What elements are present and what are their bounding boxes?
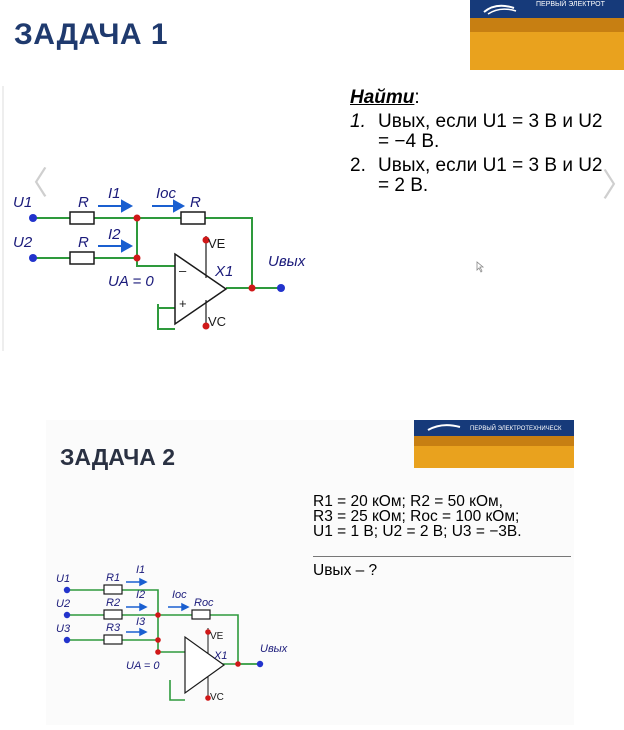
slide2-title: ЗАДАЧА 2 bbox=[60, 444, 176, 470]
param-line-3: U1 = 1 В; U2 = 2 В; U3 = −3В. bbox=[313, 523, 522, 540]
prev-slide-icon[interactable]: 〈 bbox=[16, 164, 49, 202]
resistor-r-bottom bbox=[69, 251, 95, 265]
label-vc: VC bbox=[208, 314, 226, 329]
slide2-logo: ПЕРВЫЙ ЭЛЕКТРОТЕХНИЧЕСК bbox=[414, 420, 574, 468]
label-plus: + bbox=[179, 296, 187, 311]
label2-ve: VE bbox=[210, 631, 224, 642]
next-slide-icon[interactable]: 〉 bbox=[602, 160, 624, 206]
label-i1: I1 bbox=[108, 185, 121, 202]
label2-uout: Uвых bbox=[260, 643, 288, 655]
resistor-r3 bbox=[103, 634, 123, 645]
label2-r3: R3 bbox=[106, 622, 121, 634]
slide2-circuit-diagram: U1 U2 U3 R1 R2 R3 Rос I1 I2 I3 Iос UA = … bbox=[56, 564, 288, 703]
slide2-logo-text: ПЕРВЫЙ ЭЛЕКТРОТЕХНИЧЕСК bbox=[470, 424, 562, 432]
circuit-nodes bbox=[133, 214, 256, 330]
slide1-title: ЗАДАЧА 1 bbox=[14, 18, 169, 51]
label-i2: I2 bbox=[108, 226, 121, 243]
label2-r2: R2 bbox=[106, 597, 120, 609]
current2-arrows bbox=[126, 577, 190, 637]
label-u2: U2 bbox=[13, 234, 33, 251]
label2-i2: I2 bbox=[136, 589, 145, 601]
label2-vc: VC bbox=[210, 692, 224, 703]
label-r-bottom: R bbox=[78, 234, 89, 251]
param-line-1: R1 = 20 кОм; R2 = 50 кОм, bbox=[313, 493, 503, 510]
label2-u2: U2 bbox=[56, 598, 70, 610]
label-ve: VE bbox=[208, 236, 226, 251]
terminal2-u3 bbox=[63, 636, 71, 644]
current-arrows bbox=[98, 199, 186, 253]
resistor-r1 bbox=[103, 584, 123, 595]
slide2-divider bbox=[313, 556, 571, 557]
label-minus: – bbox=[179, 263, 187, 278]
label2-r1: R1 bbox=[106, 572, 120, 584]
op-amp2-triangle bbox=[184, 635, 226, 695]
task-item-1: 1. Uвых, если U1 = 3 В и U2 = −4 В. bbox=[350, 111, 603, 152]
resistor-r-feedback bbox=[180, 211, 206, 225]
slide1-circuit-diagram: U1 U2 R R R I1 Iос I2 UA = 0 X1 Uвых VE … bbox=[2, 86, 306, 351]
resistor-r-top bbox=[69, 211, 95, 225]
param-line-2: R3 = 25 кОм; Rос = 100 кОм; bbox=[313, 508, 520, 525]
mouse-cursor-icon bbox=[476, 261, 485, 273]
label-r-feedback: R bbox=[190, 194, 201, 211]
label-r-top: R bbox=[78, 194, 89, 211]
label2-i3: I3 bbox=[136, 616, 146, 628]
label2-i1: I1 bbox=[136, 564, 145, 576]
label2-ioc: Iос bbox=[172, 589, 187, 601]
slide1-logo: ПЕРВЫЙ ЭЛЕКТРОТ bbox=[470, 0, 624, 70]
resistor-r2 bbox=[103, 609, 123, 620]
terminal-u1 bbox=[29, 214, 37, 222]
slide1-logo-text: ПЕРВЫЙ ЭЛЕКТРОТ bbox=[536, 0, 606, 8]
label-uout: Uвых bbox=[268, 253, 306, 270]
label-u1: U1 bbox=[13, 194, 32, 211]
label-x1: X1 bbox=[214, 263, 233, 280]
terminal-uout bbox=[277, 284, 285, 292]
slide2-params: R1 = 20 кОм; R2 = 50 кОм, R3 = 25 кОм; R… bbox=[313, 493, 575, 540]
label-ioc: Iос bbox=[156, 185, 177, 202]
terminal2-uout bbox=[256, 660, 264, 668]
terminal-u2 bbox=[29, 254, 37, 262]
label2-u3: U3 bbox=[56, 623, 71, 635]
circuit2-wires bbox=[67, 589, 260, 701]
slide1-task-text: Найти: 1. Uвых, если U1 = 3 В и U2 = −4 … bbox=[350, 88, 620, 196]
label2-x1: X1 bbox=[213, 650, 227, 662]
find-heading: Найти bbox=[350, 87, 415, 108]
terminal2-u1 bbox=[63, 586, 71, 594]
label-ua: UA = 0 bbox=[108, 273, 154, 290]
terminal2-u2 bbox=[63, 611, 71, 619]
slide2-find: Uвых – ? bbox=[313, 562, 378, 579]
label2-ua: UA = 0 bbox=[126, 660, 160, 672]
label2-u1: U1 bbox=[56, 573, 70, 585]
op-amp-triangle bbox=[174, 252, 228, 326]
resistor-roc bbox=[191, 609, 211, 620]
task-item-2: 2. Uвых, если U1 = 3 В и U2 = 2 В. bbox=[350, 155, 603, 196]
label2-roc: Rос bbox=[194, 597, 214, 609]
slide2-frame bbox=[46, 420, 574, 725]
circuit2-nodes bbox=[155, 612, 241, 701]
